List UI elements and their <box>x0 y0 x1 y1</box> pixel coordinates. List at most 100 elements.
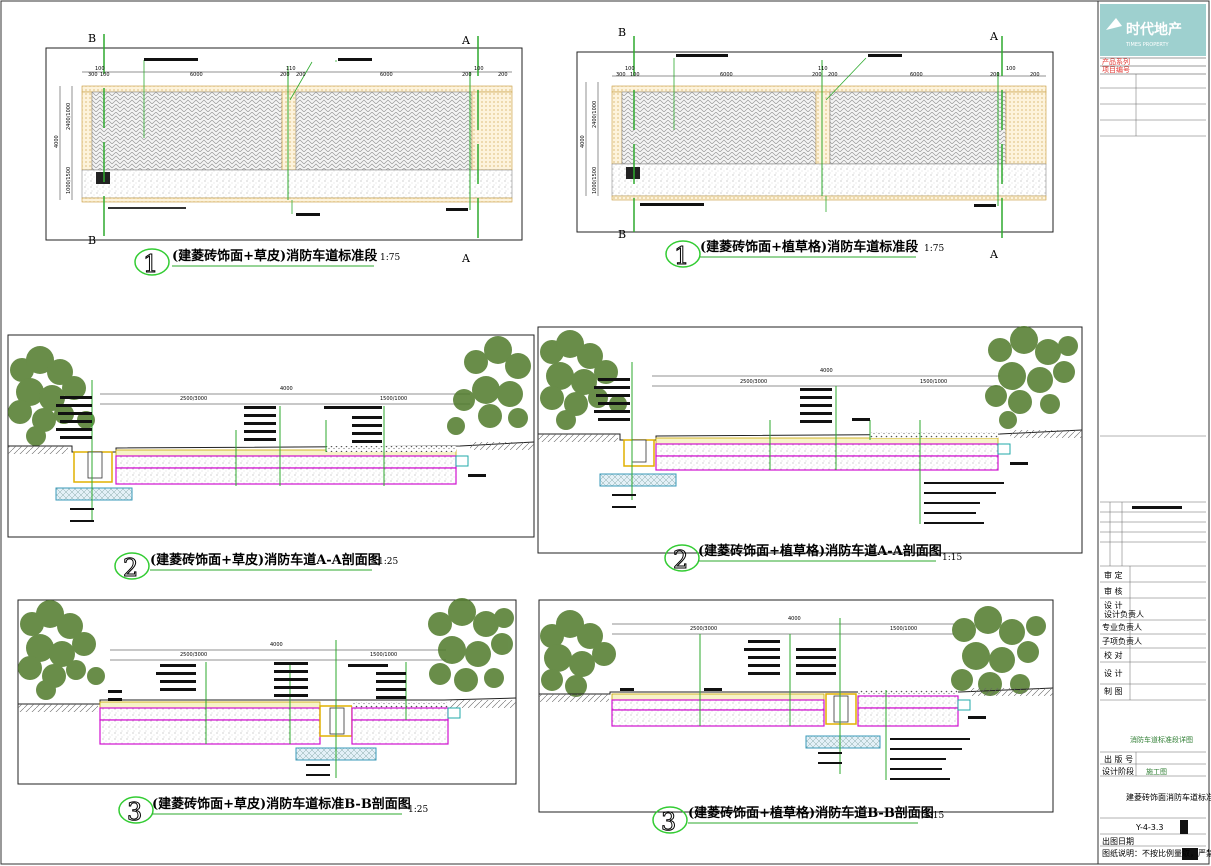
dim-top-9: 200 <box>462 72 472 78</box>
svg-text:审 定: 审 定 <box>1104 570 1123 580</box>
drawing-title-4: 2 (建菱砖饰面+植草格)消防车道A-A剖面图 1:15 <box>664 543 962 575</box>
svg-text:设计阶段: 设计阶段 <box>1102 766 1134 776</box>
svg-text:建菱砖饰面消防车道标准段详图: 建菱砖饰面消防车道标准段详图 <box>1126 792 1211 802</box>
svg-text:1:15: 1:15 <box>942 553 962 563</box>
svg-text:子项负责人: 子项负责人 <box>1102 636 1142 646</box>
title-block: 时代地产 TIMES PROPERTY 产品系列 项目编号 审 定 <box>1097 1 1211 864</box>
svg-text:100: 100 <box>630 72 640 78</box>
svg-text:施工图: 施工图 <box>1146 767 1167 776</box>
plan-view-grass-grid: 4000 2400/1000 1000/1500 100 300 100 600… <box>576 26 1054 261</box>
svg-text:1:75: 1:75 <box>380 253 400 263</box>
drawing-title-5: 3 (建菱砖饰面+草皮)消防车道标准B-B剖面图 1:25 <box>118 796 428 827</box>
svg-text:设 计: 设 计 <box>1104 600 1123 610</box>
svg-text:300: 300 <box>616 72 626 78</box>
section-mark-b-top: B <box>88 32 96 45</box>
svg-text:A: A <box>989 248 999 261</box>
svg-text:1500/1000: 1500/1000 <box>890 626 917 632</box>
drawing-title-1: 1 (建菱砖饰面+草皮)消防车道标准段 1:75 <box>134 248 400 279</box>
svg-text:设计负责人: 设计负责人 <box>1104 609 1144 619</box>
svg-text:4000: 4000 <box>280 386 293 392</box>
svg-text:(建菱砖饰面+草皮)消防车道A-A剖面图: (建菱砖饰面+草皮)消防车道A-A剖面图 <box>150 552 381 568</box>
dim-top-11: 200 <box>498 72 508 78</box>
svg-text:100: 100 <box>625 66 635 72</box>
drawing-title-2: 1 (建菱砖饰面+植草格)消防车道标准段 1:75 <box>665 239 944 271</box>
section-bb-grass-grid: 4000 2500/3000 1500/1000 <box>538 599 1054 813</box>
svg-text:1500/1000: 1500/1000 <box>920 379 947 385</box>
section-aa-lawn: 4000 2500/3000 1500/1000 <box>7 334 535 538</box>
dim-top-5: 110 <box>286 66 296 72</box>
dim-top-7: 200 <box>296 72 306 78</box>
svg-text:B: B <box>618 26 626 39</box>
svg-text:2400/1000: 2400/1000 <box>592 101 598 128</box>
dim-top-2: 300 <box>88 72 98 78</box>
svg-text:3: 3 <box>661 808 676 836</box>
dim-lawn: 1000/1500 <box>66 167 72 194</box>
svg-text:出图日期: 出图日期 <box>1102 836 1134 846</box>
svg-text:200: 200 <box>828 72 838 78</box>
dim-height: 4000 <box>54 135 60 148</box>
svg-text:设 计: 设 计 <box>1104 668 1123 678</box>
dim-top-8: 6000 <box>380 72 393 78</box>
svg-text:1:25: 1:25 <box>378 557 398 567</box>
svg-text:2500/3000: 2500/3000 <box>740 379 767 385</box>
svg-text:1:25: 1:25 <box>408 805 428 815</box>
svg-text:(建菱砖饰面+植草格)消防车道B-B剖面图: (建菱砖饰面+植草格)消防车道B-B剖面图 <box>688 805 934 821</box>
svg-text:1500/1000: 1500/1000 <box>370 652 397 658</box>
section-aa-grass-grid: 4000 2500/3000 1500/1000 <box>537 326 1083 554</box>
svg-text:(建菱砖饰面+草皮)消防车道标准B-B剖面图: (建菱砖饰面+草皮)消防车道标准B-B剖面图 <box>152 796 411 812</box>
dim-top-1: 100 <box>95 66 105 72</box>
dim-top-4: 6000 <box>190 72 203 78</box>
dim-top-3: 100 <box>100 72 110 78</box>
svg-text:1000/1500: 1000/1500 <box>592 167 598 194</box>
svg-text:(建菱砖饰面+草皮)消防车道标准段: (建菱砖饰面+草皮)消防车道标准段 <box>172 248 377 264</box>
svg-text:校 对: 校 对 <box>1104 650 1123 660</box>
svg-text:B: B <box>618 228 626 241</box>
drawing-title-6: 3 (建菱砖饰面+植草格)消防车道B-B剖面图 1:15 <box>652 805 944 837</box>
svg-text:Y-4-3.3: Y-4-3.3 <box>1135 823 1164 832</box>
dim-top-10: 100 <box>474 66 484 72</box>
svg-text:2500/3000: 2500/3000 <box>180 396 207 402</box>
svg-text:200: 200 <box>990 72 1000 78</box>
svg-text:6000: 6000 <box>720 72 733 78</box>
svg-text:3: 3 <box>127 798 142 826</box>
svg-text:1500/1000: 1500/1000 <box>380 396 407 402</box>
svg-text:产品系列: 产品系列 <box>1102 57 1130 66</box>
svg-text:4000: 4000 <box>788 616 801 622</box>
svg-text:4000: 4000 <box>820 368 833 374</box>
svg-text:4000: 4000 <box>580 135 586 148</box>
svg-text:2500/3000: 2500/3000 <box>690 626 717 632</box>
svg-text:(建菱砖饰面+植草格)消防车道标准段: (建菱砖饰面+植草格)消防车道标准段 <box>700 239 918 255</box>
company-logo-en: TIMES PROPERTY <box>1125 42 1170 48</box>
svg-text:1:15: 1:15 <box>924 811 944 821</box>
svg-text:2: 2 <box>123 554 138 582</box>
svg-text:4000: 4000 <box>270 642 283 648</box>
svg-text:(建菱砖饰面+植草格)消防车道A-A剖面图: (建菱砖饰面+植草格)消防车道A-A剖面图 <box>698 543 942 559</box>
svg-text:消防车道标准段详图: 消防车道标准段详图 <box>1130 735 1193 744</box>
svg-text:2: 2 <box>673 546 688 574</box>
svg-text:出 版 号: 出 版 号 <box>1104 754 1133 764</box>
section-mark-a-bottom: A <box>461 252 471 265</box>
svg-text:项目编号: 项目编号 <box>1102 65 1130 74</box>
svg-text:100: 100 <box>1006 66 1016 72</box>
svg-text:A: A <box>989 30 999 43</box>
svg-text:6000: 6000 <box>910 72 923 78</box>
plan-view-lawn: 4000 2400/1000 1000/1500 100 300 100 600… <box>45 32 523 265</box>
dim-road: 2400/1000 <box>66 103 72 130</box>
company-logo-icon <box>1106 18 1122 30</box>
svg-text:2500/3000: 2500/3000 <box>180 652 207 658</box>
section-mark-b-bottom: B <box>88 234 96 247</box>
section-mark-a-top: A <box>461 34 471 47</box>
svg-text:200: 200 <box>812 72 822 78</box>
svg-text:1: 1 <box>674 242 689 270</box>
svg-text:审 核: 审 核 <box>1104 586 1123 596</box>
svg-text:专业负责人: 专业负责人 <box>1102 622 1142 632</box>
section-bb-lawn: 4000 2500/3000 1500/1000 <box>17 598 517 785</box>
svg-text:制 图: 制 图 <box>1104 686 1123 696</box>
drawing-title-3: 2 (建菱砖饰面+草皮)消防车道A-A剖面图 1:25 <box>114 552 398 583</box>
company-logo-text: 时代地产 <box>1126 21 1182 38</box>
dim-top-6: 200 <box>280 72 290 78</box>
svg-text:1:75: 1:75 <box>924 244 944 254</box>
svg-text:200: 200 <box>1030 72 1040 78</box>
